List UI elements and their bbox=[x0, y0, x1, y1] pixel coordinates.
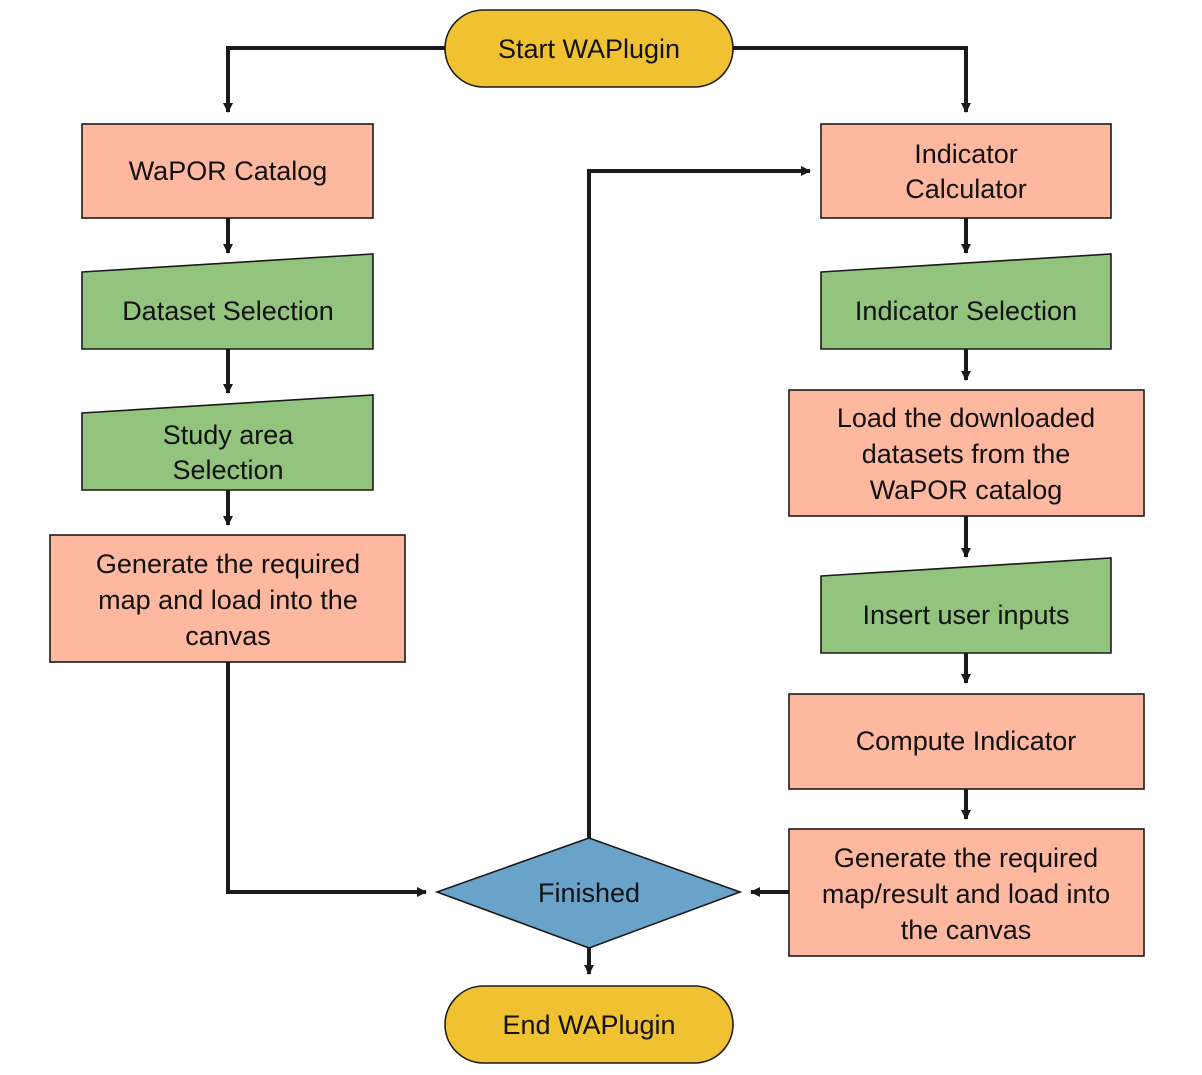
end-terminal-shape bbox=[444, 985, 734, 1064]
indicator-calculator-label-line: Indicator bbox=[914, 139, 1018, 169]
edge-start-to-catalog bbox=[223, 46, 445, 113]
generate-result-label-line: map/result and load into bbox=[822, 879, 1110, 909]
generate-map-shape bbox=[49, 534, 406, 663]
compute-indicator-label-line: Compute Indicator bbox=[856, 726, 1077, 756]
finished-decision-shape bbox=[434, 837, 743, 949]
dataset-selection-label-line: Dataset Selection bbox=[122, 296, 334, 326]
insert-inputs-label: Insert user inputs bbox=[862, 600, 1069, 630]
edges bbox=[223, 46, 971, 975]
end-terminal: End WAPlugin bbox=[444, 985, 734, 1064]
study-area-label-line: Selection bbox=[172, 455, 283, 485]
generate-map-process: Generate the required map and load into t… bbox=[49, 534, 406, 663]
indicator-selection-label-line: Indicator Selection bbox=[855, 296, 1077, 326]
generate-result-label: Generate the required map/result and load… bbox=[822, 843, 1110, 945]
study-area-label-line: Study area bbox=[163, 420, 295, 450]
generate-result-process: Generate the required map/result and load… bbox=[788, 828, 1145, 957]
wapor-catalog-label-line: WaPOR Catalog bbox=[129, 156, 328, 186]
compute-indicator-label: Compute Indicator bbox=[856, 726, 1077, 756]
generate-map-label-line: canvas bbox=[185, 621, 271, 651]
generate-result-label-line: the canvas bbox=[901, 915, 1032, 945]
study-area-shape bbox=[81, 394, 374, 491]
insert-inputs-input: Insert user inputs bbox=[820, 557, 1112, 654]
finished-decision-label-line: Finished bbox=[538, 878, 640, 908]
finished-decision: Finished bbox=[434, 837, 743, 949]
wapor-catalog-shape bbox=[81, 123, 374, 219]
load-datasets-shape bbox=[788, 389, 1145, 517]
dataset-selection-input: Dataset Selection bbox=[81, 253, 374, 350]
indicator-selection-input: Indicator Selection bbox=[820, 253, 1112, 350]
insert-inputs-label-line: Insert user inputs bbox=[862, 600, 1069, 630]
dataset-selection-label: Dataset Selection bbox=[122, 296, 334, 326]
start-terminal-label-line: Start WAPlugin bbox=[498, 34, 680, 64]
edge-finished-to-indicator-calculator bbox=[587, 166, 811, 838]
end-terminal-label: End WAPlugin bbox=[502, 1010, 675, 1040]
generate-map-label-line: map and load into the bbox=[98, 585, 358, 615]
edge-generate-map-to-finished bbox=[226, 662, 427, 897]
start-terminal: Start WAPlugin bbox=[444, 9, 734, 88]
indicator-selection-label: Indicator Selection bbox=[855, 296, 1077, 326]
end-terminal-label-line: End WAPlugin bbox=[502, 1010, 675, 1040]
load-datasets-label-line: WaPOR catalog bbox=[870, 475, 1063, 505]
wapor-catalog-process: WaPOR Catalog bbox=[81, 123, 374, 219]
generate-result-shape bbox=[788, 828, 1145, 957]
indicator-selection-shape bbox=[820, 253, 1112, 350]
start-terminal-label: Start WAPlugin bbox=[498, 34, 680, 64]
compute-indicator-shape bbox=[788, 693, 1145, 790]
indicator-calculator-shape bbox=[820, 123, 1112, 219]
generate-map-label: Generate the required map and load into t… bbox=[96, 549, 360, 651]
start-terminal-shape bbox=[444, 9, 734, 88]
insert-inputs-shape bbox=[820, 557, 1112, 654]
dataset-selection-shape bbox=[81, 253, 374, 350]
compute-indicator-process: Compute Indicator bbox=[788, 693, 1145, 790]
edge-start-to-indicator-calculator bbox=[733, 46, 971, 113]
load-datasets-label-line: Load the downloaded bbox=[837, 403, 1095, 433]
load-datasets-label-line: datasets from the bbox=[862, 439, 1071, 469]
wapor-catalog-label: WaPOR Catalog bbox=[129, 156, 328, 186]
finished-decision-label: Finished bbox=[538, 878, 640, 908]
indicator-calculator-label-line: Calculator bbox=[905, 174, 1027, 204]
generate-map-label-line: Generate the required bbox=[96, 549, 360, 579]
generate-result-label-line: Generate the required bbox=[834, 843, 1098, 873]
